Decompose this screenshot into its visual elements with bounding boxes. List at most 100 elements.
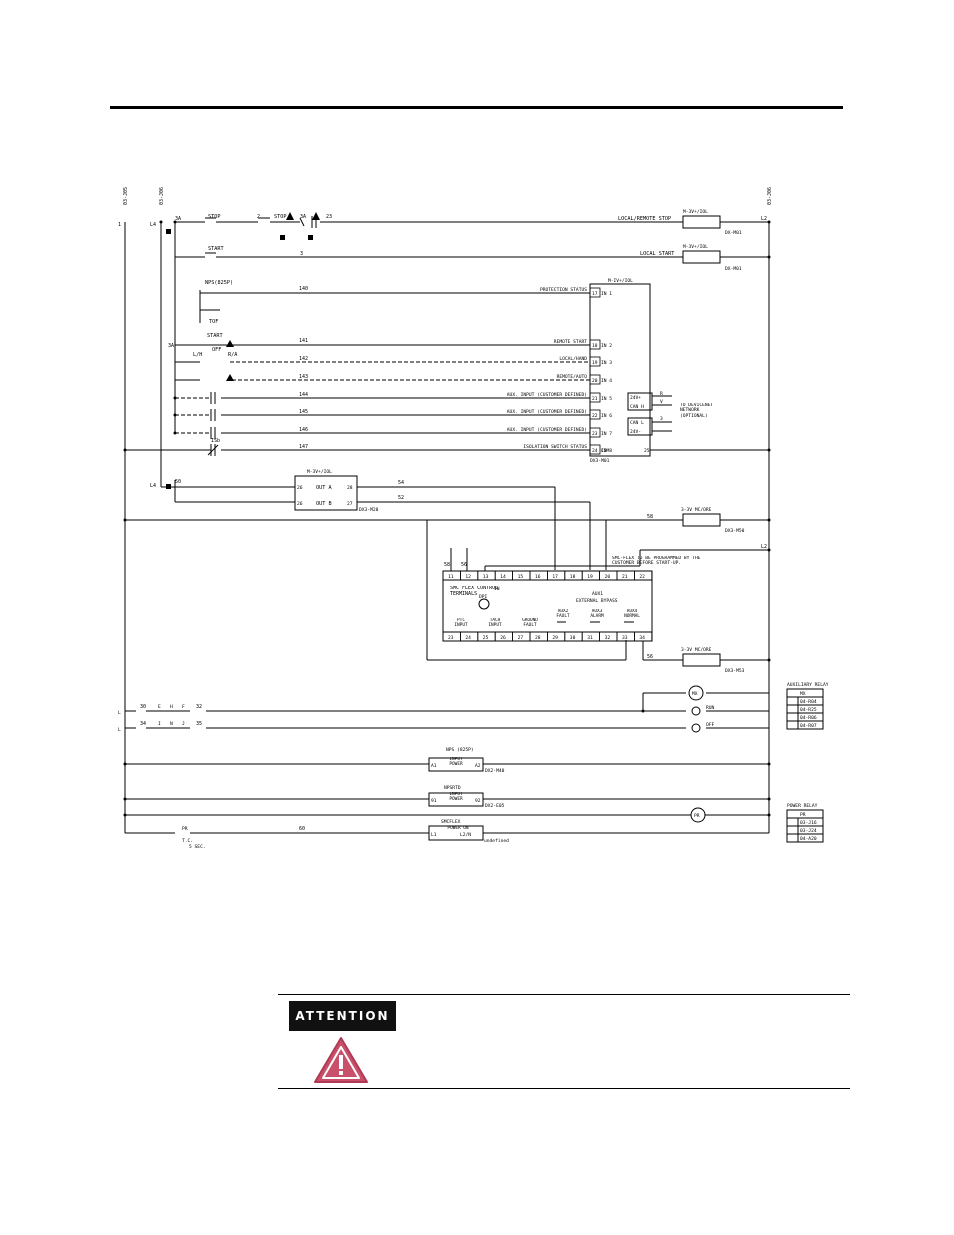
dnet-v: V: [660, 399, 663, 405]
aux-relay-row-2: 04-R25: [800, 707, 817, 713]
module-top-title: M-3V+/IOL: [683, 209, 708, 215]
wire-52: 52: [398, 495, 404, 501]
npsrtd-label: NPSRTD: [444, 785, 461, 791]
ref-nps: DX2-M40: [485, 768, 505, 774]
nps-label: NPS(825P): [205, 280, 233, 286]
run-light: RUN: [706, 705, 715, 711]
rail-label-right: 03-J06: [767, 187, 773, 205]
wire-54: 54: [398, 480, 404, 486]
header-rule: [110, 106, 843, 109]
lbl-j: J: [182, 721, 185, 727]
rail-label-2: 03-J06: [159, 187, 165, 205]
io-pin-box: [589, 392, 601, 403]
io-pin-label: IN 6: [601, 413, 612, 419]
io-pin-num: 17: [592, 291, 598, 297]
pr-timer: PR: [182, 826, 188, 832]
smc-top-pin: 18: [570, 574, 576, 580]
io-com-label: COM: [601, 448, 610, 454]
wire-32: 32: [196, 704, 202, 710]
stop2-label: STOP: [274, 214, 287, 220]
smc-ext-bypass: EXTERNAL BYPASS: [576, 598, 618, 604]
npsrtd-input-power: INPUT POWER: [449, 792, 463, 802]
smc-bot-pin: 29: [552, 635, 558, 641]
io-signal-label: ISOLATION SWITCH STATUS: [523, 444, 587, 450]
rung-l2-b: L2: [761, 544, 767, 550]
smc-bot-pin: 28: [535, 635, 541, 641]
devicenet-network-label: TO DEVICENET NETWORK (OPTIONAL): [680, 403, 714, 419]
out-pin-b1: 26: [297, 501, 303, 507]
io-signal-label: PROTECTION STATUS: [540, 287, 587, 293]
io-pin-box: [589, 374, 601, 385]
smc-bot-pin: 26: [500, 635, 506, 641]
warning-triangle-icon: [314, 1037, 368, 1083]
out-title: M-3V+/IOL: [307, 469, 332, 475]
out-pin-a1: 26: [297, 485, 303, 491]
smc-top-pin: 17: [552, 574, 558, 580]
dnet-24vm: 24V-: [630, 429, 641, 435]
smcflex-power-on: POWER ON: [447, 826, 469, 831]
smc-bot-pin: 33: [622, 635, 628, 641]
out-a: OUT A: [316, 485, 332, 491]
smc-bot-pin: 24: [465, 635, 471, 641]
smc-bot-pin: 32: [605, 635, 611, 641]
smc-top-pin: 12: [465, 574, 471, 580]
io-pin-num: 19: [592, 360, 598, 366]
io-pin-num: 22: [592, 413, 598, 419]
aux-relay-row-4: 04-R07: [800, 723, 817, 729]
rung-l4-a: L4: [150, 222, 156, 228]
nps-input-power: INPUT POWER: [449, 757, 463, 767]
io-pin-num: 18: [592, 343, 598, 349]
wire-56b: 56: [461, 562, 467, 568]
smc-top-pin: 19: [587, 574, 593, 580]
wire-23: 23: [326, 214, 332, 220]
smc-bot-pin-box: [634, 631, 653, 642]
io-pin-box: [589, 356, 601, 367]
io-pin-num: 23: [592, 431, 598, 437]
dnet-canl: CAN L: [630, 420, 644, 426]
power-relay-row-2: 03-J24: [800, 828, 817, 834]
smc-title: SMC FLEX CONTROL TERMINALS: [450, 586, 499, 597]
ra-label: R/A: [228, 352, 238, 358]
smc-top-pin: 15: [518, 574, 524, 580]
aux-relay-head: MX: [800, 691, 806, 697]
wire-58: 58: [647, 514, 653, 520]
out-pin-b2: 27: [347, 501, 353, 507]
npsrtd-pin-91: 91: [431, 798, 437, 804]
aux-relay-row-1: 04-R04: [800, 699, 817, 705]
smc-dpi: DPI: [479, 594, 488, 600]
pr-sec: 5 SEC.: [189, 844, 206, 850]
module-top2-title: M-3V+/IOL: [683, 244, 708, 250]
module-top2-ref: DX-M01: [725, 266, 742, 272]
io-pin-label: IN 2: [601, 343, 612, 349]
smcflex-undef: undefined: [484, 838, 509, 844]
io-pin-label: IN 8: [601, 448, 612, 454]
wire-3: 3: [300, 251, 303, 257]
smc-bot-pin: 25: [483, 635, 489, 641]
wire-50: 50: [175, 479, 181, 485]
smcflex-label: SMCFLEX: [441, 819, 461, 825]
smc-tach: TACH INPUT: [488, 618, 502, 628]
io-pin-label: IN 3: [601, 360, 612, 366]
io-pin-box: [589, 427, 601, 438]
out-b: OUT B: [316, 501, 332, 507]
io-signal-label: AUX. INPUT (CUSTOMER DEFINED): [507, 427, 587, 433]
mc-bot-ref: DX3-M53: [725, 668, 745, 674]
lbl-l-b: L: [118, 727, 121, 733]
io-ref: DX3-M01: [590, 458, 610, 464]
lh-label: L/H: [193, 352, 202, 358]
io-signal-label: AUX. INPUT (CUSTOMER DEFINED): [507, 392, 587, 398]
smc-aux2: AUX2 FAULT: [556, 609, 570, 619]
pr-tc: T.C.: [182, 838, 193, 844]
smc-bot-pin: 23: [448, 635, 454, 641]
power-relay-head: PR: [800, 812, 806, 818]
rung-l2-a: L2: [761, 216, 767, 222]
dnet-3: 3: [660, 416, 663, 422]
dnet-r: R: [660, 391, 663, 397]
power-relay-row-1: 03-J16: [800, 820, 817, 826]
io-signal-label: REMOTE START: [554, 339, 587, 345]
smc-top-pin: 22: [639, 574, 645, 580]
smc-bot-pin: 31: [587, 635, 593, 641]
io-signal-label: AUX. INPUT (CUSTOMER DEFINED): [507, 409, 587, 415]
off-light: OFF: [706, 722, 715, 728]
mc-top-ref: DX3-M50: [725, 528, 745, 534]
